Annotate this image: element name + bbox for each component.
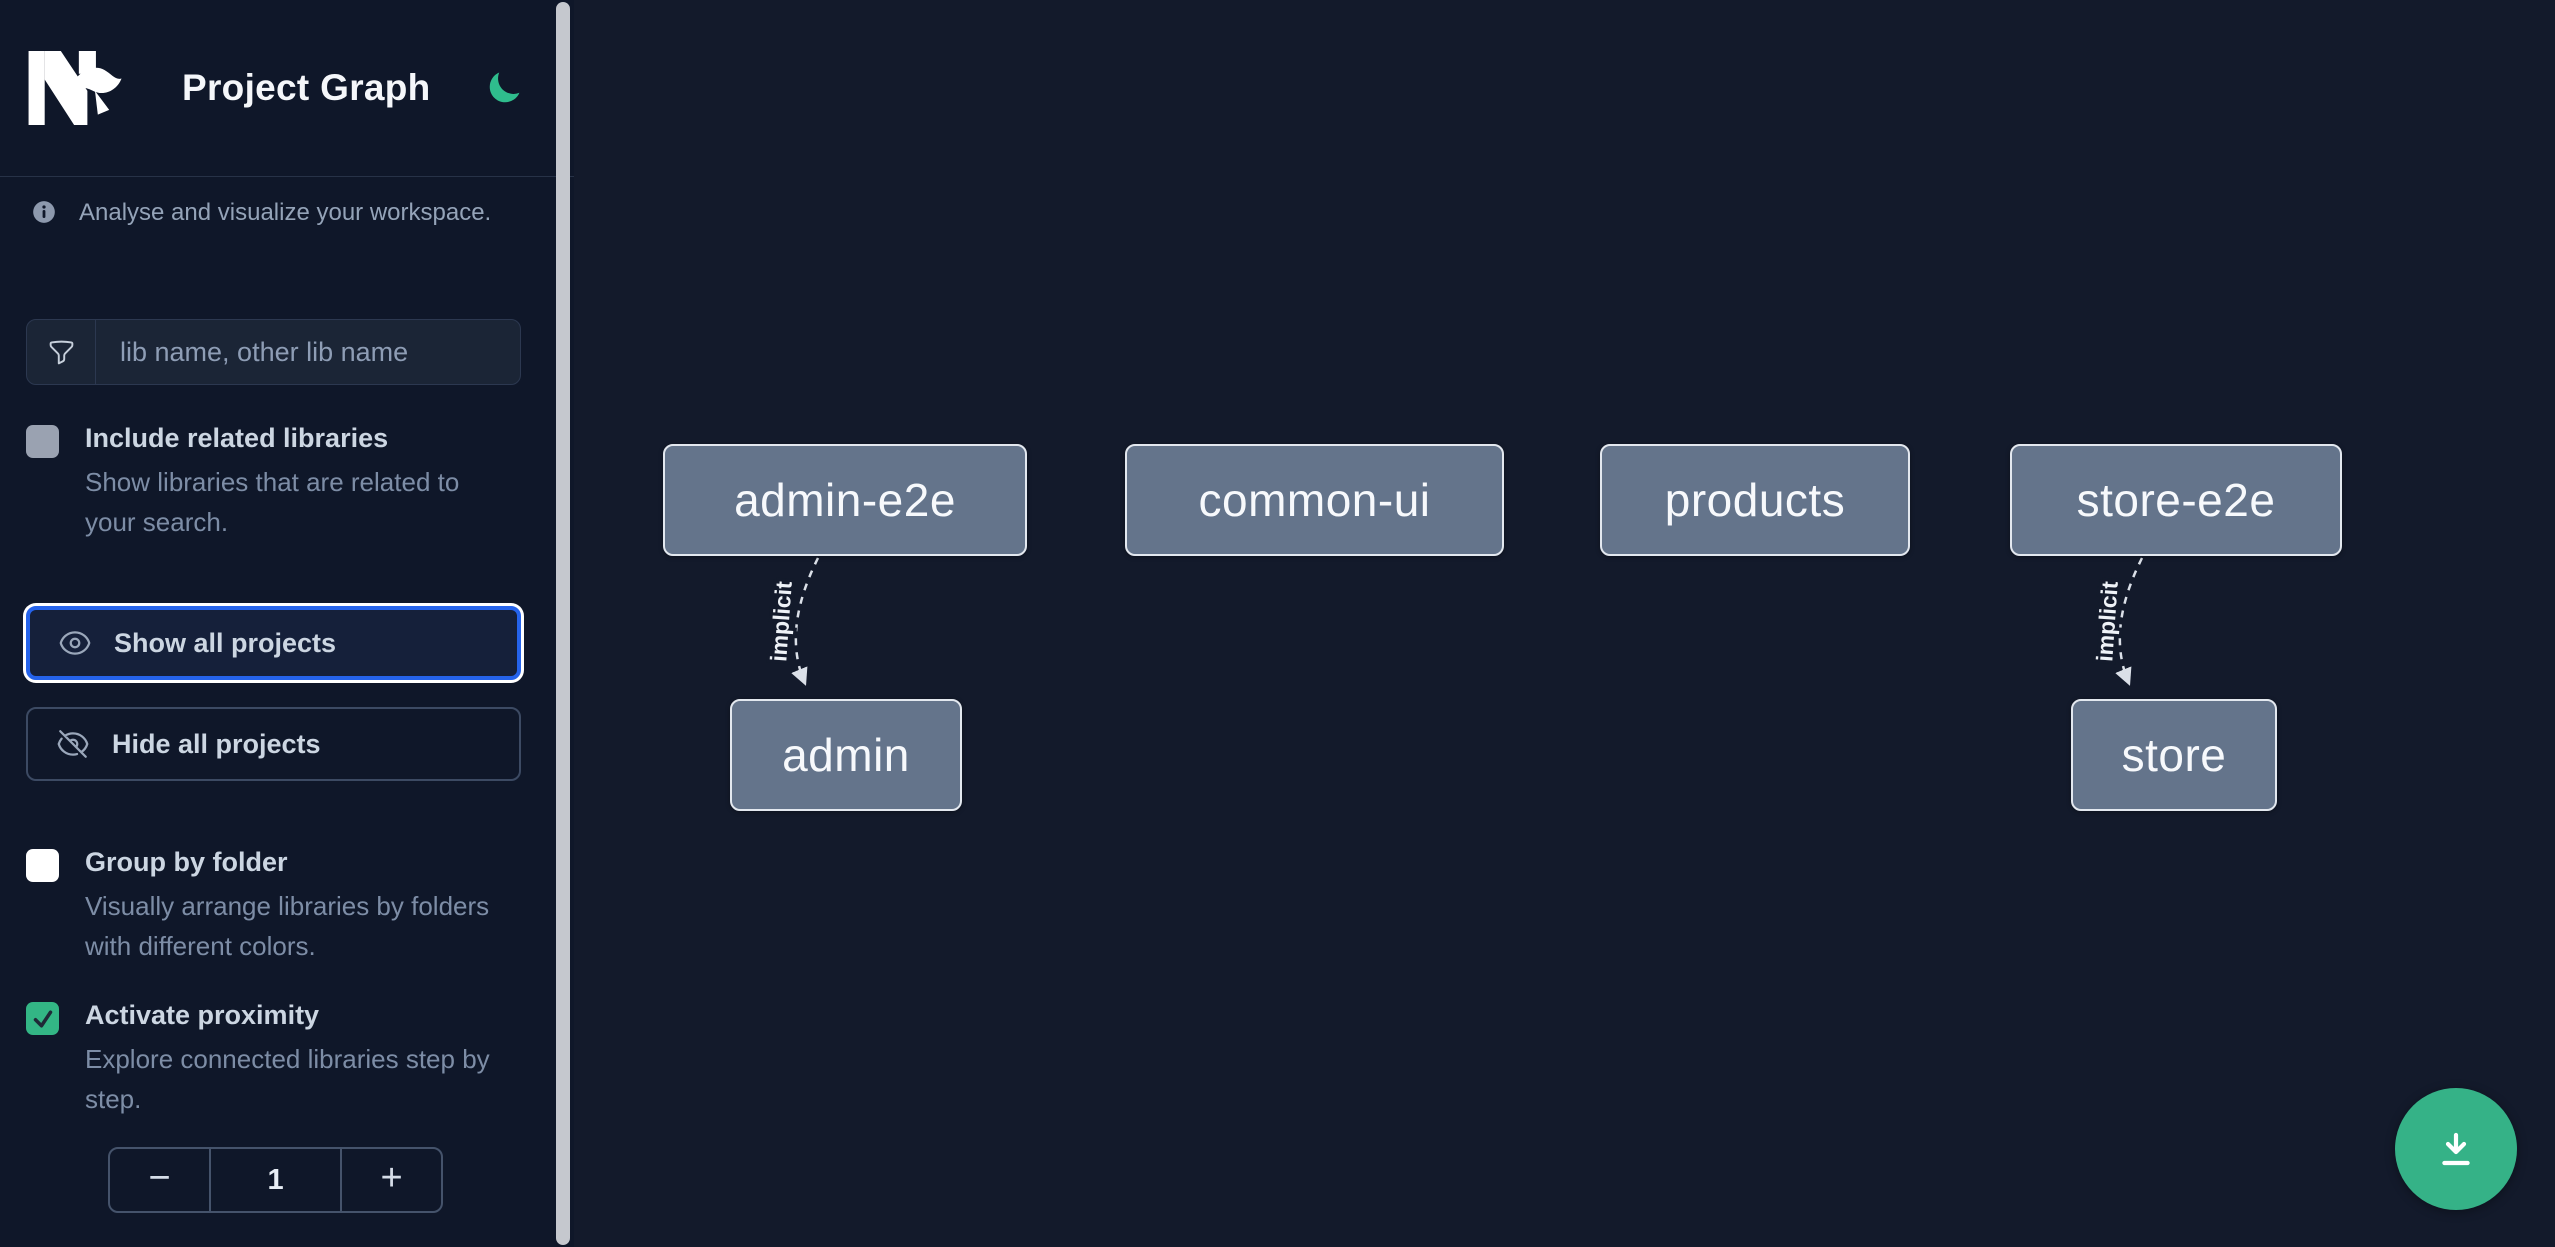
sidebar-header: Project Graph [0, 0, 574, 177]
graph-node-products[interactable]: products [1600, 444, 1910, 556]
show-all-projects-label: Show all projects [114, 627, 337, 658]
sidebar-scrollbar[interactable] [556, 2, 570, 1245]
group-by-folder-label[interactable]: Group by folder [85, 847, 288, 877]
graph-node-store[interactable]: store [2071, 699, 2277, 811]
graph-node-admin[interactable]: admin [730, 699, 962, 811]
activate-proximity-description: Explore connected libraries step by step… [85, 1044, 490, 1114]
proximity-depth-stepper: − 1 + [108, 1147, 443, 1213]
graph-canvas[interactable] [574, 0, 2555, 1247]
eye-slash-icon [57, 730, 89, 758]
option-group-by-folder: Group by folder Visually arrange librari… [26, 847, 505, 966]
activate-proximity-checkbox[interactable] [26, 1002, 59, 1035]
sidebar: Project Graph Analyse and visualize your… [0, 0, 574, 1247]
search-input[interactable] [96, 320, 520, 384]
check-icon [33, 1010, 52, 1027]
workspace-tagline: Analyse and visualize your workspace. [79, 199, 492, 226]
group-by-folder-description: Visually arrange libraries by folders wi… [85, 891, 490, 961]
include-related-description: Show libraries that are related to your … [85, 467, 460, 537]
option-activate-proximity: Activate proximity Explore connected lib… [26, 1000, 505, 1119]
funnel-icon [27, 320, 96, 384]
download-icon [2442, 1132, 2470, 1166]
nx-logo-icon [28, 51, 122, 125]
proximity-depth-value: 1 [208, 1149, 343, 1211]
hide-all-projects-label: Hide all projects [112, 728, 321, 759]
hide-all-projects-button[interactable]: Hide all projects [26, 707, 521, 781]
show-all-projects-button[interactable]: Show all projects [26, 606, 521, 680]
option-include-related: Include related libraries Show libraries… [26, 423, 505, 542]
download-graph-button[interactable] [2395, 1088, 2517, 1210]
activate-proximity-label[interactable]: Activate proximity [85, 1000, 320, 1030]
filter-input-group [26, 319, 521, 385]
workspace-tagline-row: Analyse and visualize your workspace. [31, 198, 531, 228]
edge-path[interactable] [791, 557, 820, 686]
info-icon [33, 201, 55, 223]
page-title: Project Graph [182, 67, 431, 108]
increment-button[interactable]: + [342, 1149, 441, 1211]
moon-icon [489, 72, 520, 103]
graph-node-admin-e2e[interactable]: admin-e2e [663, 444, 1027, 556]
include-related-label[interactable]: Include related libraries [85, 423, 389, 453]
graph-node-common-ui[interactable]: common-ui [1125, 444, 1504, 556]
graph-node-store-e2e[interactable]: store-e2e [2010, 444, 2342, 556]
theme-toggle-button[interactable] [484, 68, 524, 108]
include-related-checkbox[interactable] [26, 425, 59, 458]
decrement-button[interactable]: − [110, 1149, 209, 1211]
eye-icon [59, 631, 91, 655]
group-by-folder-checkbox[interactable] [26, 849, 59, 882]
edge-path[interactable] [2115, 557, 2144, 686]
